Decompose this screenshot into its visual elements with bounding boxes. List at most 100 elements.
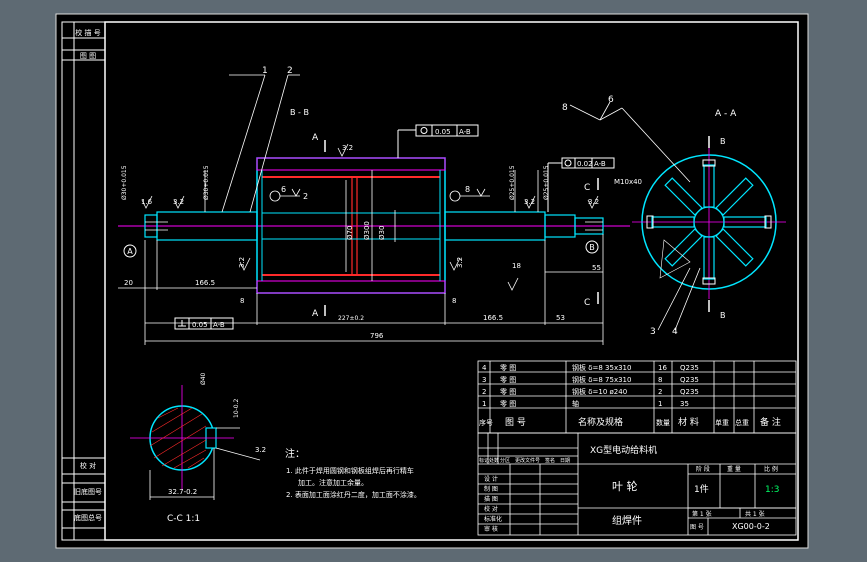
aa-part-6: 6 [608,95,614,105]
dim-d300: Ø300 [363,221,371,240]
title-block [477,432,797,536]
datum-b-label: B [589,243,595,252]
flatness-ref: A-B [213,321,225,329]
bom-row-no: 4 [482,364,487,372]
weld-symbol-left [269,188,301,202]
roughness-value-5: 3.2 [588,198,599,206]
roughness-value-2: 3.2 [173,198,184,206]
impeller-blade-tips [646,159,772,285]
title-tags: 标记 处数 分区 更改文件号 签名 日期 [479,457,570,464]
title-type: 组焊件 [612,514,642,527]
runout-1-value: 0.05 [435,128,451,136]
dim-8-left: 8 [240,297,244,305]
dim-thread: M10x40 [614,178,642,186]
dim-53: 53 [556,314,565,322]
drum-flange-bottom [256,280,446,294]
bom-header-unit-weight: 单重 [715,418,729,427]
part-label-1: 1 [262,66,268,76]
tag-change: 更改文件号 [515,457,540,464]
flatness-value: 0.05 [192,321,208,329]
hatched-sector [659,239,691,279]
weld-right-8: 8 [465,185,470,194]
runout-2-ref: A-B [594,160,606,168]
aa-part-3: 3 [650,327,656,337]
role-check: 校 对 [484,505,498,513]
title-scale-label: 比 例 [764,465,778,473]
notes-title: 注： [285,447,305,460]
shaft-view: A B [118,157,630,294]
bom-row-name: 钢板 δ=8 75x310 [572,375,631,384]
side-label-top2: 图 图 [80,52,96,60]
role-tracing: 描 图 [484,495,498,503]
drum-flange-top [256,157,446,171]
section-b-top: B [720,137,726,146]
section-aa-view [632,136,786,312]
section-b-bottom: B [720,311,726,320]
dim-55: 55 [592,264,601,272]
bom-header-remark: 备 注 [760,416,781,428]
bom-row-drawing: 零 图 [500,364,516,372]
role-design: 设 计 [484,475,498,483]
notes-line1: 1. 此件于焊用圆钢和钢板组焊后再行精车 [286,466,414,475]
bom-header-material: 材 料 [678,416,699,428]
bom-header-drawing: 图 号 [505,417,526,428]
title-qty: 1件 [694,483,709,495]
bom-row-name: 轴 [572,399,579,408]
bom-row-qty: 1 [658,400,662,408]
part-label-2: 2 [287,66,293,76]
aa-leaders [569,101,701,331]
role-drafting: 制 图 [484,485,498,493]
bom-row-qty: 2 [658,388,662,396]
section-cc-label: C-C 1:1 [167,514,200,524]
bom-row-material: Q235 [680,376,699,384]
dimension-lines [118,74,604,345]
bom-row-no: 3 [482,376,486,384]
dim-d30: Ø30 [378,226,386,240]
weld-left-2: 2 [303,192,308,201]
section-c-bottom: C [584,298,590,308]
section-c-top: C [584,183,590,193]
fit-text-a: Ø30+0.015 [121,165,128,200]
bom-row-drawing: 零 图 [500,388,516,396]
side-label-bottom1: 校 对 [80,461,96,470]
runout-frame-2 [547,157,615,212]
title-weight-label: 重 量 [727,465,741,473]
roughness-value-1: 1.6 [141,198,153,206]
cc-rough: 3.2 [255,446,266,454]
tag-zone: 分区 [500,457,510,464]
bom-header-name: 名称及规格 [578,416,623,428]
title-scale: 1:3 [765,485,779,495]
tag-mark: 标记 [479,457,489,464]
title-stage-label: 阶 段 [696,465,710,473]
section-a-bottom: A [312,309,319,319]
bom-row-no: 2 [482,388,486,396]
aa-part-8: 8 [562,103,568,113]
title-company: XG型电动给料机 [590,444,657,456]
roughness-value-4: 3.2 [524,198,535,206]
tag-count: 处数 [489,457,499,464]
section-aa-label: A - A [715,109,737,119]
runout-1-ref: A-B [459,128,471,136]
bom-row-qty: 16 [658,364,667,372]
bom-row-qty: 8 [658,376,662,384]
bom-row-name: 钢板 δ=8 35x310 [572,363,631,372]
title-code-label: 图 号 [690,524,704,531]
title-part-name: 叶 轮 [612,479,638,493]
datum-a-circle [123,244,137,258]
bom-row-material: Q235 [680,364,699,372]
title-sheet-right: 共 1 张 [745,510,765,518]
bom-header-no: 序号 [479,418,493,427]
dim-8-right: 8 [452,297,456,305]
title-roles: 设 计 制 图 描 图 校 对 标准化 审 核 [484,475,502,533]
notes-line2: 加工。注意加工余量。 [298,478,368,487]
cc-hatching [149,407,207,469]
tag-date: 日期 [560,458,570,464]
flatness-frame [174,317,234,330]
bom-rows: 4 零 图 钢板 δ=8 35x310 16 Q235 3 零 图 钢板 δ=8… [482,363,699,408]
notes-line3: 2. 表面加工面涂红丹二度，加工面不涂漆。 [286,490,421,499]
dim-d70: Ø70 [346,226,354,240]
datum-b-circle [585,240,599,254]
bom-row-material: Q235 [680,388,699,396]
bom-row-name: 钢板 δ=10 ø240 [572,387,627,396]
